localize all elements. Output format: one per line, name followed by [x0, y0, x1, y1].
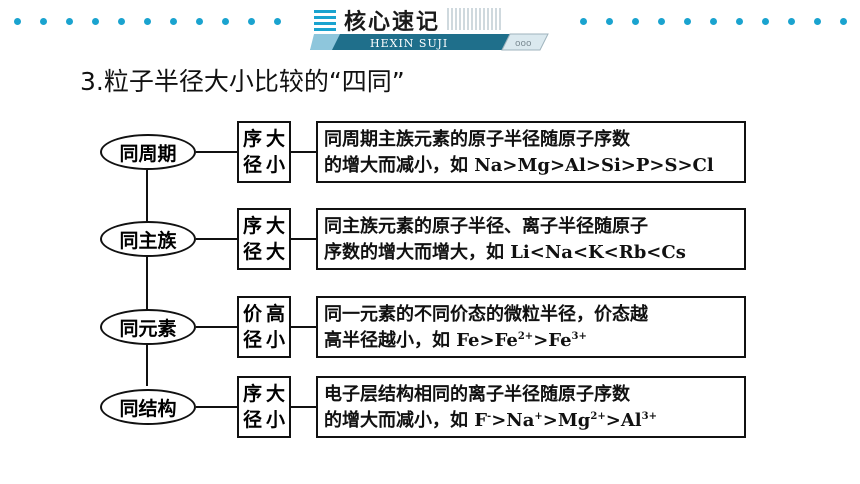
rule-tag-line: 序大	[243, 215, 290, 237]
lines-icon	[314, 10, 336, 31]
description-line: 同主族元素的原子半径、离子半径随原子	[324, 216, 648, 237]
banner-subtitle: HEXIN SUJI	[370, 37, 449, 50]
description-same-period: 同周期主族元素的原子半径随原子序数 的增大而减小，如 Na>Mg>Al>Si>P…	[316, 121, 746, 183]
category-same-structure: 同结构	[100, 389, 196, 425]
rule-tag-line: 径大	[243, 241, 290, 263]
description-same-structure: 电子层结构相同的离子半径随原子序数 的增大而减小，如 F->Na+>Mg2+>A…	[316, 376, 746, 438]
rule-tag-line: 价高	[243, 303, 290, 325]
description-line: 高半径越小，如 Fe>Fe2+>Fe3+	[324, 330, 587, 351]
decorative-dots-right	[580, 14, 860, 28]
rule-tag-same-group: 序大 径大	[237, 208, 291, 270]
section-banner: ooo 核心速记 HEXIN SUJI	[310, 4, 550, 52]
banner-graphic: ooo	[310, 8, 549, 51]
description-line: 序数的增大而增大，如 Li<Na<K<Rb<Cs	[324, 242, 686, 263]
category-same-group: 同主族	[100, 221, 196, 257]
description-line: 同一元素的不同价态的微粒半径，价态越	[324, 304, 648, 325]
rule-tag-same-period: 序大 径小	[237, 121, 291, 183]
rule-tag-same-element: 价高 径小	[237, 296, 291, 358]
page-title: 3.粒子半径大小比较的“四同”	[80, 67, 405, 96]
rule-tag-line: 径小	[243, 154, 290, 176]
category-same-period: 同周期	[100, 134, 196, 170]
description-same-element: 同一元素的不同价态的微粒半径，价态越 高半径越小，如 Fe>Fe2+>Fe3+	[316, 296, 746, 358]
category-same-element: 同元素	[100, 309, 196, 345]
rule-tag-line: 序大	[243, 128, 290, 150]
rule-tag-line: 序大	[243, 383, 290, 405]
description-line: 电子层结构相同的离子半径随原子序数	[324, 384, 630, 405]
rule-tag-same-structure: 序大 径小	[237, 376, 291, 438]
description-same-group: 同主族元素的原子半径、离子半径随原子 序数的增大而增大，如 Li<Na<K<Rb…	[316, 208, 746, 270]
description-line: 的增大而减小，如 F->Na+>Mg2+>Al3+	[324, 410, 657, 431]
description-line: 同周期主族元素的原子半径随原子序数	[324, 129, 630, 150]
decorative-dots-left	[14, 14, 300, 28]
svg-text:ooo: ooo	[515, 39, 532, 49]
rule-tag-line: 径小	[243, 409, 290, 431]
rule-tag-line: 径小	[243, 329, 290, 351]
description-line: 的增大而减小，如 Na>Mg>Al>Si>P>S>Cl	[324, 155, 714, 176]
banner-title: 核心速记	[344, 10, 441, 35]
